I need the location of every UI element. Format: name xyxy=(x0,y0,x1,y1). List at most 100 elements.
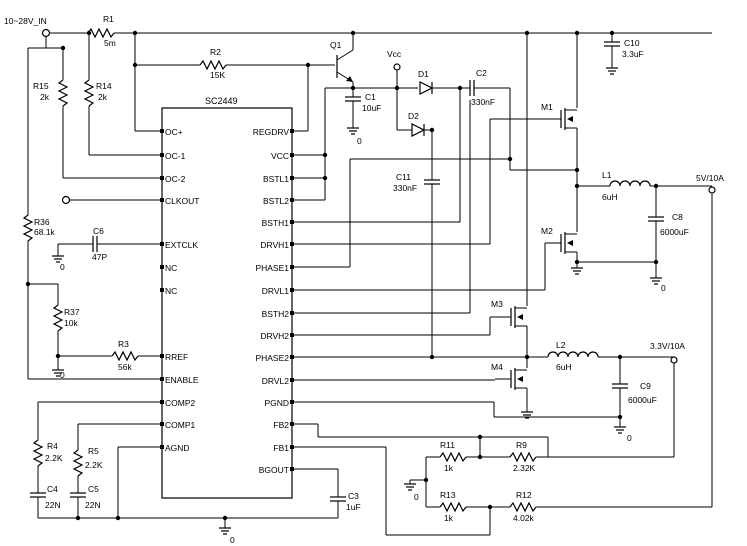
c2-ref: C2 xyxy=(476,68,487,78)
pin-bstl1: BSTL1 xyxy=(263,174,289,184)
m2-ref: M2 xyxy=(541,226,553,236)
r14-ref: R14 xyxy=(96,81,112,91)
vin-terminal xyxy=(41,28,51,38)
m1-ref: M1 xyxy=(541,102,553,112)
d1-diode: D1 xyxy=(418,69,470,95)
r11-ref: R11 xyxy=(440,440,455,450)
pin-regdrv: REGDRV xyxy=(253,127,290,137)
r11-value: 1k xyxy=(444,463,454,473)
c4-ref: C4 xyxy=(47,484,58,494)
c10-value: 3.3uF xyxy=(622,49,644,59)
r15-group: R15 2k xyxy=(33,79,160,179)
pin-rref: RREF xyxy=(165,352,188,362)
c10-ref: C10 xyxy=(624,38,640,48)
out1-terminal xyxy=(708,186,716,194)
pin-nc-1: NC xyxy=(165,263,177,273)
c10-capacitor: C10 3.3uF xyxy=(604,30,644,75)
r36-resistor xyxy=(22,214,34,242)
c8-ref: C8 xyxy=(672,212,683,222)
r3-resistor xyxy=(111,350,139,362)
pin-bsth2: BSTH2 xyxy=(262,309,290,319)
r37-value: 10k xyxy=(64,318,78,328)
m3-mosfet: M3 xyxy=(294,33,528,357)
c1-gnd-label: 0 xyxy=(357,136,362,146)
out2-label: 3.3V/10A xyxy=(650,341,685,351)
c6-gnd-label: 0 xyxy=(60,262,65,272)
pin-drvl2: DRVL2 xyxy=(262,376,290,386)
c5-ref: C5 xyxy=(88,484,99,494)
r37-resistor xyxy=(52,304,64,332)
pin-bgout: BGOUT xyxy=(259,465,289,475)
out2-terminal xyxy=(670,356,678,364)
output-3v3: 3.3V/10A xyxy=(548,341,685,458)
c3-capacitor: C3 1uF xyxy=(294,468,361,518)
pin-pgnd: PGND xyxy=(264,398,289,408)
q1-ref: Q1 xyxy=(330,40,342,50)
c4-value: 22N xyxy=(45,500,61,510)
m1-mosfet: M1 xyxy=(294,33,578,245)
c2-capacitor: C2 330nF xyxy=(294,68,511,223)
r37-group: R37 10k 0 xyxy=(52,284,80,380)
m4-mosfet: M4 xyxy=(294,362,623,420)
pin-bsth1: BSTH1 xyxy=(262,218,290,228)
c6-value: 47P xyxy=(92,252,107,262)
r36-ref: R36 xyxy=(34,217,50,227)
r1-ref: R1 xyxy=(103,14,114,24)
vin-label: 10~28V_IN xyxy=(4,16,47,26)
r13-value: 1k xyxy=(444,513,454,523)
pin-agnd: AGND xyxy=(165,443,190,453)
r4-ref: R4 xyxy=(47,441,58,451)
d2-diode: D2 xyxy=(396,88,432,137)
c8-gnd-label: 0 xyxy=(661,283,666,293)
r37-ref: R37 xyxy=(64,307,80,317)
pin-oc-1: OC-1 xyxy=(165,151,186,161)
c8-capacitor: C8 6000uF 0 xyxy=(648,186,689,293)
pin-fb1: FB1 xyxy=(273,443,289,453)
l1-value: 6uH xyxy=(602,192,618,202)
m4-ref: M4 xyxy=(491,362,503,372)
r11-resistor xyxy=(439,451,467,463)
r13-ref: R13 xyxy=(440,490,456,500)
ic-right-pins: REGDRV VCC BSTL1 BSTL2 BSTH1 DRVH1 PHASE… xyxy=(253,127,294,475)
clkout-net xyxy=(61,195,160,205)
feedback-network: R11 1k R9 2.32K 0 R13 1k R12 4.02k xyxy=(294,423,712,536)
pin-comp1: COMP1 xyxy=(165,420,196,430)
vcc-net: Vcc xyxy=(294,49,418,201)
vcc-label: Vcc xyxy=(387,49,402,59)
r15-resistor xyxy=(57,79,69,107)
r12-resistor xyxy=(509,501,537,513)
r5-resistor xyxy=(72,449,84,477)
c9-value: 6000uF xyxy=(628,395,657,405)
ic-sc2449: SC2449 xyxy=(161,96,293,499)
r5-ref: R5 xyxy=(88,446,99,456)
pin-phase1: PHASE1 xyxy=(255,263,289,273)
r2-value: 15K xyxy=(210,70,225,80)
r9-ref: R9 xyxy=(516,440,527,450)
pin-clkout: CLKOUT xyxy=(165,196,199,206)
c6-capacitor: C6 47P 0 xyxy=(52,226,160,272)
comp1-network: R5 2.2K C5 22N xyxy=(70,423,160,518)
c2-value: 330nF xyxy=(471,97,495,107)
r4-value: 2.2K xyxy=(45,453,63,463)
c1-capacitor: C1 10uF 0 xyxy=(345,88,381,146)
c11-capacitor: C11 330nF xyxy=(393,127,440,357)
r9-resistor xyxy=(509,451,537,463)
c3-value: 1uF xyxy=(346,502,361,512)
c6-ref: C6 xyxy=(93,226,104,236)
c1-value: 10uF xyxy=(362,103,381,113)
c9-gnd-label: 0 xyxy=(627,433,632,443)
ic-title: SC2449 xyxy=(205,96,238,106)
pin-phase2: PHASE2 xyxy=(255,353,289,363)
pin-fb2: FB2 xyxy=(273,420,289,430)
comp2-network: R4 2.2K C4 22N xyxy=(30,401,160,518)
r14-resistor xyxy=(83,79,95,107)
pin-nc-2: NC xyxy=(165,286,177,296)
r2-ref: R2 xyxy=(210,47,221,57)
r12-value: 4.02k xyxy=(513,513,535,523)
r15-value: 2k xyxy=(40,92,50,102)
r12-ref: R12 xyxy=(516,490,532,500)
vcc-terminal xyxy=(393,63,401,71)
pin-oc-plus: OC+ xyxy=(165,127,183,137)
pin-oc-2: OC-2 xyxy=(165,174,186,184)
